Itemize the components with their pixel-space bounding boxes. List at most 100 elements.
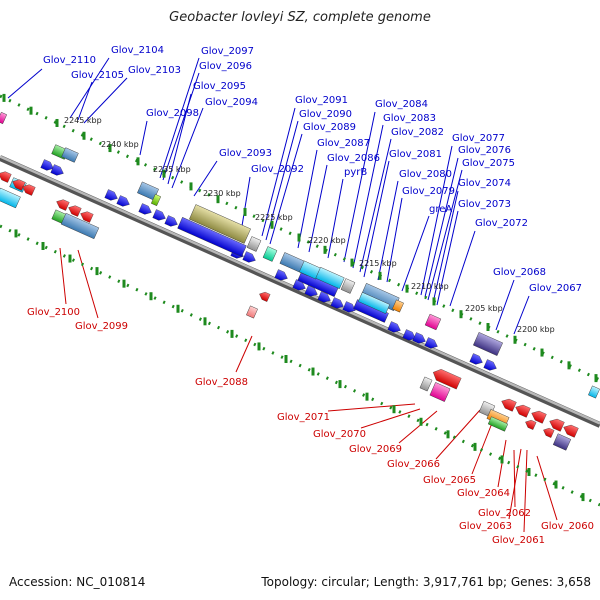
- gene-label-glov-2082[interactable]: Glov_2082: [391, 127, 444, 138]
- gene-label-glov-2104[interactable]: Glov_2104: [111, 45, 164, 56]
- forward-gene-arrow: [387, 321, 401, 333]
- forward-gene-arrow: [40, 159, 54, 171]
- forward-gene-labels[interactable]: Glov_2110 Glov_2104 Glov_2105 Glov_2103 …: [43, 45, 582, 294]
- gene-label-glov-2084[interactable]: Glov_2084: [375, 99, 428, 110]
- gene-label-glov-2103[interactable]: Glov_2103: [128, 65, 181, 76]
- gene-label-glov-2087[interactable]: Glov_2087: [317, 138, 370, 149]
- reverse-gene-arrow: [501, 398, 517, 412]
- forward-gene-arrow: [104, 189, 118, 201]
- gene-label-glov-2075[interactable]: Glov_2075: [462, 158, 515, 169]
- gene-label-glov-2083[interactable]: Glov_2083: [383, 113, 436, 124]
- connector-line: [352, 124, 384, 269]
- reverse-gene-arrow: [531, 410, 547, 424]
- gene-label-glov-2073[interactable]: Glov_2073: [458, 199, 511, 210]
- gene-label-glov-2098[interactable]: Glov_2098: [146, 108, 199, 119]
- connector-line: [523, 449, 528, 533]
- gene-label-glov-2096[interactable]: Glov_2096: [199, 61, 252, 72]
- genome-info-text: Topology: circular; Length: 3,917,761 bp…: [261, 575, 591, 589]
- connector-line: [360, 408, 421, 429]
- connector-line: [495, 279, 515, 331]
- connector-line: [59, 247, 67, 305]
- gene-label-glov-2074[interactable]: Glov_2074: [458, 178, 511, 189]
- scale-labels: 2245 kbp 2240 kbp 2235 kbp 2230 kbp 2225…: [64, 116, 555, 334]
- gene-label-pyrb[interactable]: pyrB: [344, 167, 367, 178]
- gene-label-glov-2105[interactable]: Glov_2105: [71, 70, 124, 81]
- reverse-gene-arrow: [563, 424, 579, 438]
- gene-label-glov-2081[interactable]: Glov_2081: [389, 149, 442, 160]
- cyan-feature-box: [588, 385, 600, 399]
- gene-label-glov-2110[interactable]: Glov_2110: [43, 55, 96, 66]
- gene-label-glov-2076[interactable]: Glov_2076: [458, 145, 511, 156]
- steel-feature-box: [60, 212, 100, 240]
- gene-features[interactable]: [0, 111, 600, 451]
- gene-label-glov-2097[interactable]: Glov_2097: [201, 46, 254, 57]
- magenta-feature-box: [0, 111, 8, 125]
- gene-label-glov-2064[interactable]: Glov_2064: [457, 488, 510, 499]
- gene-label-glov-2095[interactable]: Glov_2095: [193, 81, 246, 92]
- gene-label-glov-2061[interactable]: Glov_2061: [492, 535, 545, 546]
- gene-label-glov-2091[interactable]: Glov_2091: [295, 95, 348, 106]
- gene-label-glov-2079[interactable]: Glov_2079: [402, 186, 455, 197]
- connector-line: [435, 409, 481, 460]
- gray-feature-box: [419, 376, 433, 392]
- reverse-gene-labels[interactable]: Glov_2100 Glov_2099 Glov_2088 Glov_2071 …: [27, 307, 594, 546]
- gene-label-glov-2088[interactable]: Glov_2088: [195, 377, 248, 388]
- gene-label-glov-2070[interactable]: Glov_2070: [313, 429, 366, 440]
- label-connector-lines: [7, 57, 558, 533]
- gene-label-glov-2062[interactable]: Glov_2062: [478, 508, 531, 519]
- connector-line: [241, 176, 251, 227]
- forward-gene-arrow: [274, 269, 288, 281]
- gene-label-glov-2067[interactable]: Glov_2067: [529, 283, 582, 294]
- reverse-gene-arrow: [433, 369, 462, 390]
- purple-feature-box: [473, 332, 503, 356]
- gene-label-glov-2060[interactable]: Glov_2060: [541, 521, 594, 532]
- connector-line: [7, 68, 43, 99]
- inner-scale-track: [0, 224, 600, 507]
- forward-gene-arrow: [304, 285, 318, 297]
- scale-label-2240-kbp: 2240 kbp: [101, 140, 139, 149]
- connector-line: [327, 178, 344, 259]
- gene-label-glov-2063[interactable]: Glov_2063: [459, 521, 512, 532]
- gene-label-glov-2092[interactable]: Glov_2092: [251, 164, 304, 175]
- gene-label-glov-2094[interactable]: Glov_2094: [205, 97, 258, 108]
- forward-gene-arrow: [138, 203, 152, 215]
- teal-feature-box: [262, 246, 278, 262]
- reverse-gene-arrow: [56, 199, 70, 211]
- gene-label-glov-2071[interactable]: Glov_2071: [277, 412, 330, 423]
- gene-label-glov-2093[interactable]: Glov_2093: [219, 148, 272, 159]
- connector-line: [162, 72, 200, 181]
- forward-gene-arrow: [164, 215, 178, 227]
- gene-label-glov-2100[interactable]: Glov_2100: [27, 307, 80, 318]
- gene-label-glov-2072[interactable]: Glov_2072: [475, 218, 528, 229]
- gene-label-glov-2090[interactable]: Glov_2090: [299, 109, 352, 120]
- gene-label-grea[interactable]: greA: [429, 204, 452, 215]
- gene-label-glov-2068[interactable]: Glov_2068: [493, 267, 546, 278]
- gene-label-glov-2069[interactable]: Glov_2069: [349, 444, 402, 455]
- accession-text: Accession: NC_010814: [9, 575, 146, 589]
- forward-gene-arrow: [483, 359, 497, 371]
- magenta-feature-box: [429, 382, 451, 402]
- gene-label-glov-2065[interactable]: Glov_2065: [423, 475, 476, 486]
- orange-feature-box: [392, 299, 404, 313]
- reverse-gene-arrow: [543, 427, 555, 438]
- forward-gene-arrow: [152, 209, 166, 221]
- connector-line: [377, 180, 399, 281]
- gene-label-glov-2080[interactable]: Glov_2080: [399, 169, 452, 180]
- connector-line: [235, 335, 253, 373]
- gene-label-glov-2099[interactable]: Glov_2099: [75, 321, 128, 332]
- connector-line: [508, 448, 522, 520]
- scale-label-2220-kbp: 2220 kbp: [308, 236, 346, 245]
- forward-gene-long: [177, 217, 247, 257]
- scale-label-2225-kbp: 2225 kbp: [255, 213, 293, 222]
- gene-label-glov-2077[interactable]: Glov_2077: [452, 133, 505, 144]
- connector-line: [363, 160, 390, 278]
- cyan-feature-box: [0, 187, 21, 209]
- gene-label-glov-2086[interactable]: Glov_2086: [327, 153, 380, 164]
- forward-gene-arrow: [402, 329, 416, 341]
- connector-line: [167, 93, 192, 185]
- gene-label-glov-2066[interactable]: Glov_2066: [387, 459, 440, 470]
- connector-line: [432, 190, 459, 304]
- gene-label-glov-2089[interactable]: Glov_2089: [303, 122, 356, 133]
- forward-gene-arrow: [50, 164, 64, 176]
